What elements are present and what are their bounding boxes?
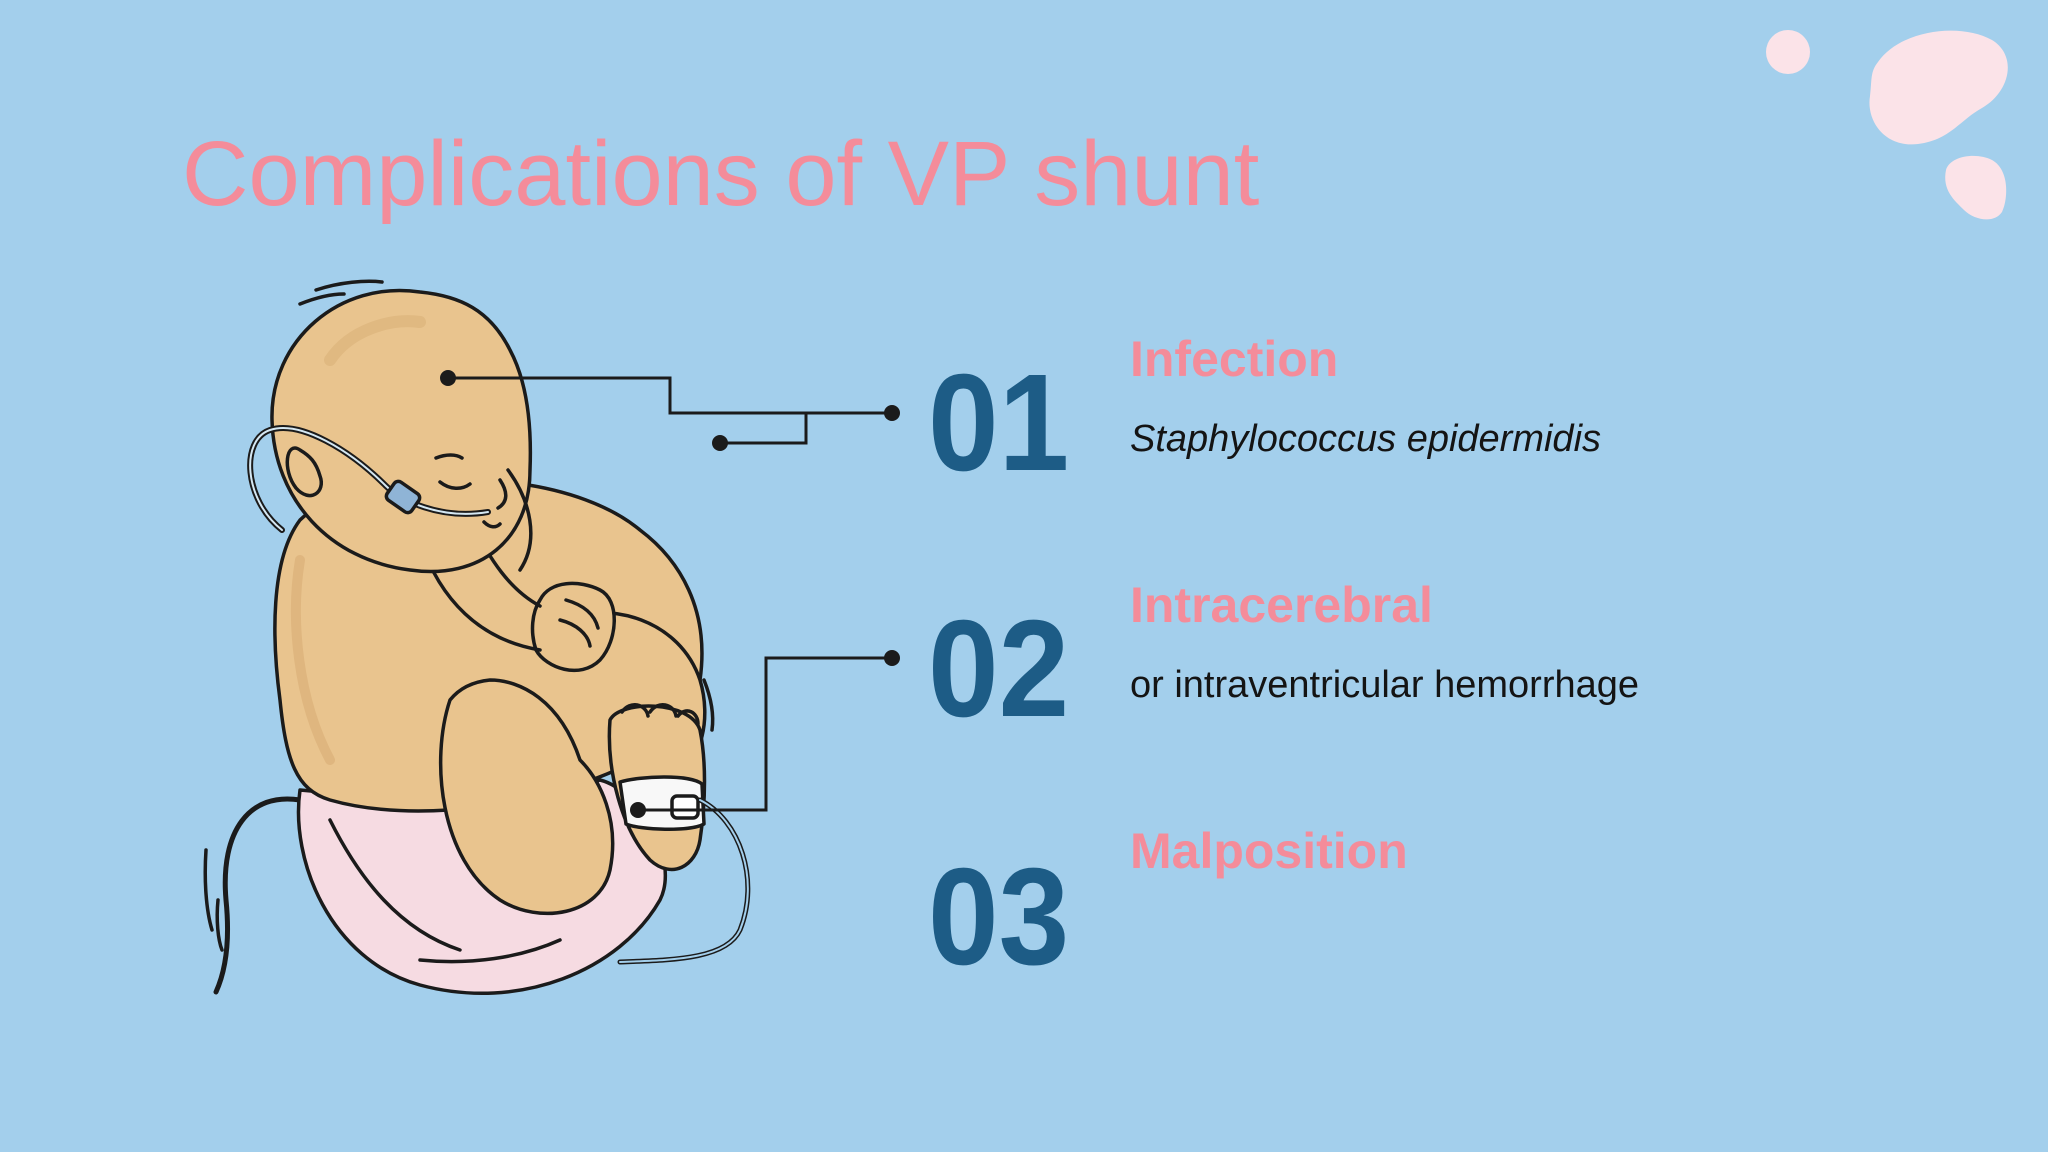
blob-medium-icon — [1945, 155, 2007, 220]
blob-small-icon — [1766, 30, 1810, 74]
item-number-03: 03 — [928, 840, 1070, 994]
toes-icon — [620, 703, 700, 726]
thigh-icon — [438, 678, 615, 916]
nose-icon — [496, 478, 508, 510]
mouth-icon — [482, 520, 502, 529]
connector-hemorrhage — [638, 656, 892, 812]
item-title-infection: Infection — [1130, 331, 1339, 387]
diaper-fold2-icon — [418, 938, 562, 964]
tube-lower-icon — [213, 796, 303, 995]
motion-line-top-icon — [314, 279, 384, 292]
motion-line-right-icon — [702, 678, 715, 732]
connector-infection-main — [448, 376, 892, 415]
fingers-icon — [558, 598, 600, 648]
tube-lower-inner-icon — [221, 804, 301, 996]
item-title-intracerebral: Intracerebral — [1130, 577, 1433, 633]
head-highlight-icon — [324, 315, 426, 366]
tube-right-inner-icon — [619, 799, 749, 963]
brow-icon — [434, 453, 464, 460]
connector-infection-branch — [720, 413, 808, 445]
diaper-fold-icon — [328, 818, 462, 952]
blob-large-icon — [1869, 30, 2008, 145]
motion-line-top2-icon — [298, 292, 346, 306]
shunt-valve-icon — [384, 479, 422, 515]
closed-eye-icon — [438, 480, 472, 490]
page-title: Complications of VP shunt — [182, 123, 1260, 225]
motion-line-left2-icon — [215, 898, 224, 952]
cheek-line-icon — [506, 468, 533, 572]
ear-icon — [285, 446, 324, 498]
item-desc-intracerebral: or intraventricular hemorrhage — [1130, 664, 1640, 706]
item-number-02: 02 — [928, 592, 1070, 746]
connector-dot-head — [440, 370, 456, 386]
body-shadow-icon — [290, 555, 335, 765]
item-desc-infection: Staphylococcus epidermidis — [1130, 418, 1602, 460]
item-number-01: 01 — [928, 346, 1070, 500]
connector-dot-foot — [630, 802, 646, 818]
motion-line-left-icon — [203, 848, 214, 932]
ankle-band-clip-icon — [670, 794, 700, 820]
shunt-tube-inner-icon — [249, 427, 489, 531]
connector-dot-branch — [712, 435, 728, 451]
item-title-malposition: Malposition — [1130, 823, 1408, 879]
connector-dot-infection — [884, 405, 900, 421]
connector-dot-hemorrhage — [884, 650, 900, 666]
